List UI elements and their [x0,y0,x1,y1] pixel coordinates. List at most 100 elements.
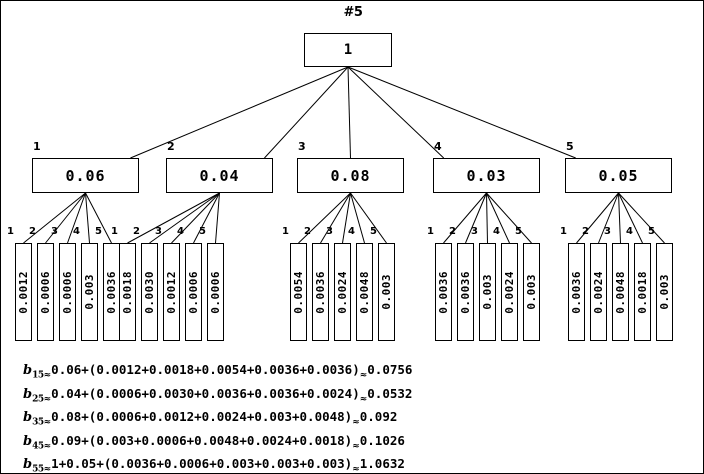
leaf-index-3-5: 5 [370,226,377,237]
leaf-node-1-1-label: 0.0012 [17,270,30,314]
formula-symbol-1: b [23,363,33,378]
leaf-node-3-1: 0.0054 [290,243,307,341]
leaf-node-4-1-label: 0.0036 [437,270,450,314]
level1-index-5: 5 [566,140,574,153]
leaf-index-4-5: 5 [515,226,522,237]
root-node-label: 1 [343,42,353,58]
leaf-node-5-4-label: 0.0018 [636,270,649,314]
level1-node-1: 0.06 [32,158,139,193]
leaf-node-2-5: 0.0006 [207,243,224,341]
leaf-node-1-4-label: 0.003 [83,274,96,310]
formula-result-approx-5: ≈ [352,464,360,474]
formula-symbol-4: b [23,433,33,449]
formula-symbol-5: b [23,457,33,472]
leaf-node-2-5-label: 0.0006 [209,270,222,314]
leaf-index-1-4: 4 [73,226,80,237]
leaf-node-3-3: 0.0024 [334,243,351,341]
formula-result-3: 0.092 [359,409,398,424]
leaf-index-3-4: 4 [348,226,355,237]
formula-approx-4: ≈ [43,441,52,451]
leaf-node-1-2-label: 0.0006 [39,270,52,314]
leaf-index-5-2: 2 [582,226,589,237]
leaf-node-4-5-label: 0.003 [525,274,538,310]
edge-5-3 [618,192,621,244]
leaf-index-5-3: 3 [604,226,611,237]
formula-result-approx-4: ≈ [352,441,360,451]
formula-approx-2: ≈ [43,394,52,404]
formula-symbol-2: b [23,386,33,402]
leaf-index-4-2: 2 [449,226,456,237]
leaf-index-1-1: 1 [7,226,14,237]
formula-line-1: b15≈0.06+(0.0012+0.0018+0.0054+0.0036+0.… [23,361,683,385]
formula-approx-1: ≈ [43,370,52,381]
formula-approx-5: ≈ [43,464,52,474]
edge-root-1 [130,66,349,159]
level1-index-2: 2 [167,140,175,153]
leaf-node-3-4: 0.0048 [356,243,373,341]
level1-node-2-label: 0.04 [199,166,240,185]
leaf-node-2-4: 0.0006 [185,243,202,341]
level1-index-4: 4 [434,140,442,153]
edge-3-2 [320,192,351,244]
leaf-node-5-5: 0.003 [656,243,673,341]
formula-result-approx-1: ≈ [359,370,368,381]
formula-line-4: b45≈0.09+(0.003+0.0006+0.0048+0.0024+0.0… [23,432,683,456]
leaf-node-1-1: 0.0012 [15,243,32,341]
leaf-node-4-4-label: 0.0024 [503,270,516,314]
leaf-node-3-4-label: 0.0048 [358,270,371,314]
leaf-node-1-3-label: 0.0006 [61,270,74,314]
leaf-index-1-3: 3 [51,226,58,237]
leaf-index-4-4: 4 [493,226,500,237]
formula-result-approx-3: ≈ [352,417,360,428]
leaf-index-3-3: 3 [326,226,333,237]
leaf-index-2-3: 3 [155,226,162,237]
page-title: #5 [343,5,363,20]
leaf-node-4-3: 0.003 [479,243,496,341]
edge-root-4 [347,66,445,159]
leaf-node-4-5: 0.003 [523,243,540,341]
leaf-node-5-1-label: 0.0036 [570,270,583,314]
leaf-node-4-2: 0.0036 [457,243,474,341]
edge-root-5 [347,66,576,159]
formula-result-approx-2: ≈ [359,394,368,404]
leaf-node-2-4-label: 0.0006 [187,270,200,314]
leaf-node-2-1-label: 0.0018 [121,270,134,314]
level1-node-3: 0.08 [297,158,404,193]
formula-approx-3: ≈ [43,417,52,428]
leaf-index-5-4: 4 [626,226,633,237]
formula-subscript-3: 35 [32,417,44,428]
formula-expression-4: 0.09+(0.003+0.0006+0.0048+0.0024+0.0018) [51,432,353,448]
leaf-node-4-3-label: 0.003 [481,274,494,310]
leaf-index-3-1: 1 [282,226,289,237]
formula-result-2: 0.0532 [367,385,413,401]
level1-index-3: 3 [298,140,306,153]
leaf-node-1-5: 0.0036 [103,243,120,341]
leaf-index-4-1: 1 [427,226,434,237]
leaf-node-5-2: 0.0024 [590,243,607,341]
level1-node-3-label: 0.08 [330,166,371,185]
formula-line-2: b25≈0.04+(0.0006+0.0030+0.0036+0.0036+0.… [23,385,683,409]
formula-line-3: b35≈0.08+(0.0006+0.0012+0.0024+0.003+0.0… [23,408,683,432]
formula-result-5: 1.0632 [359,456,405,471]
edge-2-5 [215,192,220,244]
leaf-node-3-1-label: 0.0054 [292,270,305,314]
leaf-node-1-2: 0.0006 [37,243,54,341]
leaf-index-5-1: 1 [560,226,567,237]
leaf-node-4-2-label: 0.0036 [459,270,472,314]
formula-result-4: 0.1026 [359,432,405,448]
formula-subscript-2: 25 [32,394,44,404]
formula-symbol-3: b [23,410,33,425]
level1-node-5: 0.05 [565,158,672,193]
formula-result-1: 0.0756 [367,362,413,377]
formula-expression-1: 0.06+(0.0012+0.0018+0.0054+0.0036+0.0036… [51,362,360,377]
edge-1-4 [85,192,90,244]
leaf-node-3-3-label: 0.0024 [336,270,349,314]
leaf-node-3-2: 0.0036 [312,243,329,341]
leaf-node-5-5-label: 0.003 [658,274,671,310]
leaf-index-1-2: 2 [29,226,36,237]
leaf-node-2-2-label: 0.0030 [143,270,156,314]
leaf-node-3-5-label: 0.003 [380,274,393,310]
leaf-node-3-5: 0.003 [378,243,395,341]
leaf-node-1-5-label: 0.0036 [105,270,118,314]
leaf-node-5-2-label: 0.0024 [592,270,605,314]
